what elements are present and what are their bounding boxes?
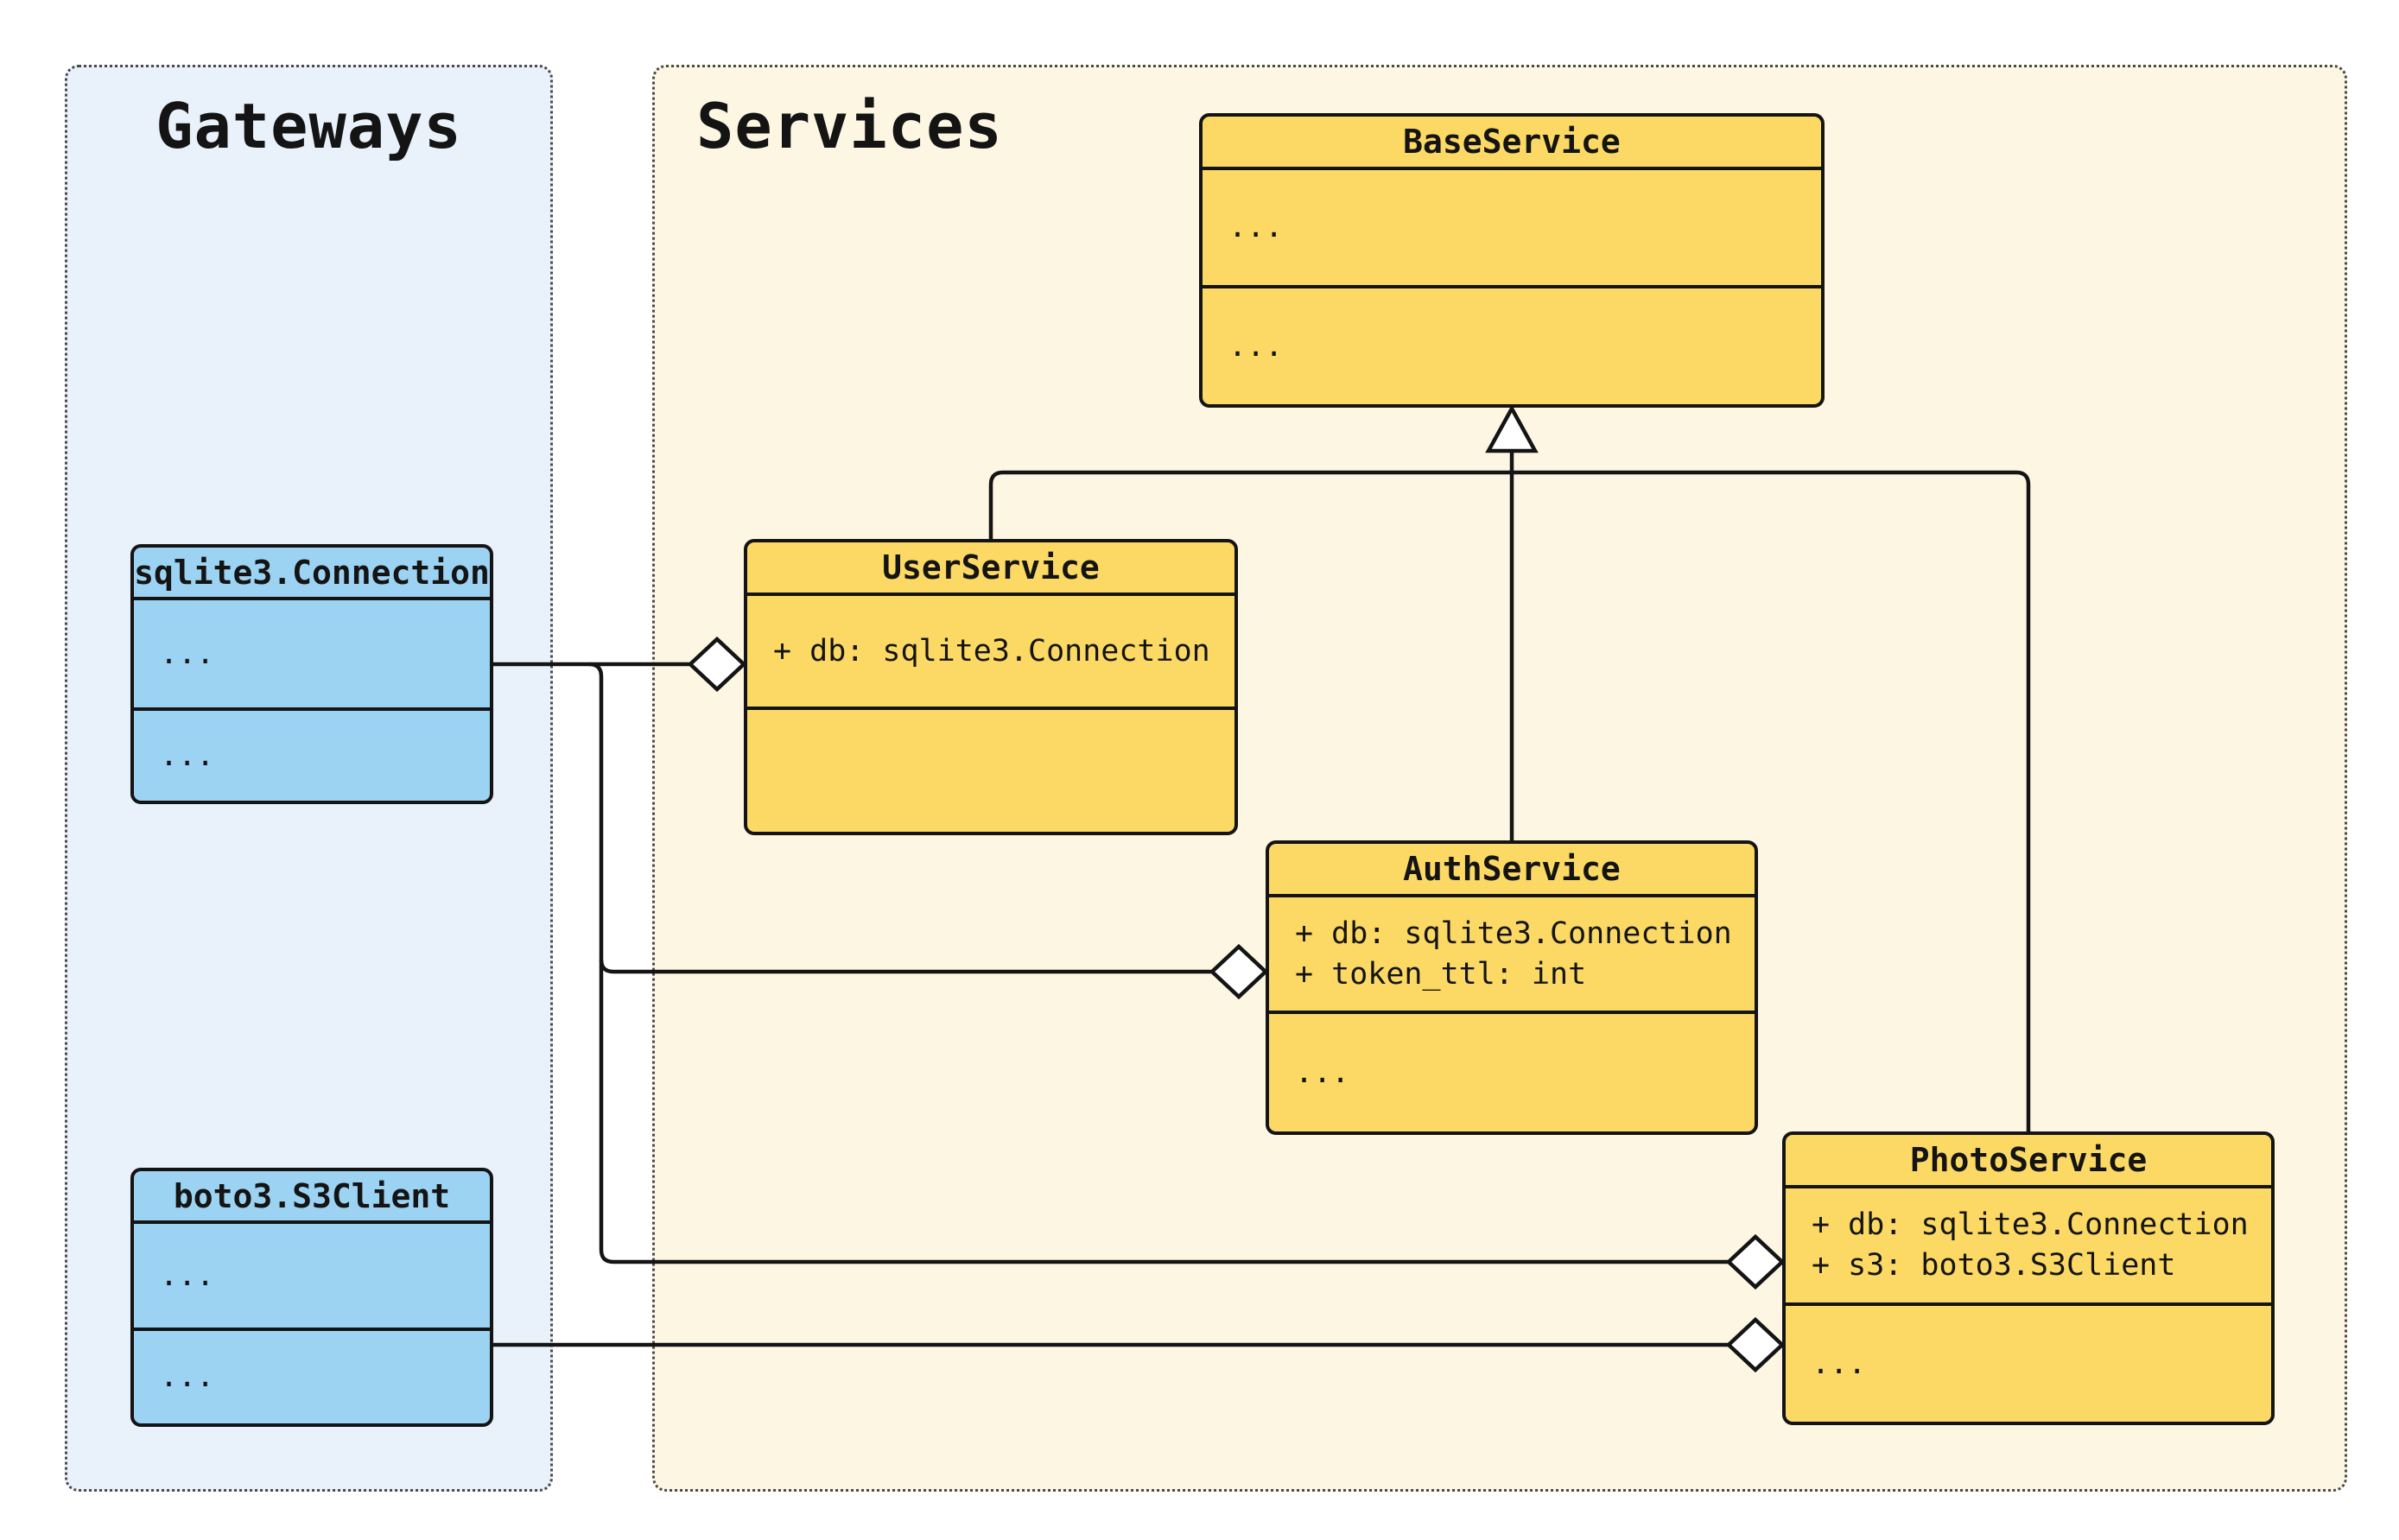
class-title: BaseService (1403, 123, 1621, 161)
class-attributes: ... (1203, 167, 1821, 285)
method-line: ... (1812, 1346, 1867, 1381)
class-title: boto3.S3Client (173, 1176, 451, 1215)
class-attributes: ... (134, 1220, 490, 1328)
class-attributes: ... (134, 597, 490, 707)
aggregation-branch-vertical (588, 662, 1731, 1264)
inheritance-triangle-icon (1485, 404, 1539, 453)
aggregation-diamond-authservice (1209, 943, 1269, 1000)
class-title: sqlite3.Connection (134, 553, 490, 592)
class-photoservice: PhotoService + db: sqlite3.Connection + … (1782, 1131, 2275, 1425)
attribute-line: + db: sqlite3.Connection (1295, 916, 1732, 951)
attribute-line: ... (160, 1258, 215, 1293)
class-authservice: AuthService + db: sqlite3.Connection + t… (1266, 840, 1758, 1135)
aggregation-diamond-photoservice-s3 (1725, 1316, 1786, 1373)
class-methods: ... (1269, 1011, 1755, 1131)
class-title: AuthService (1403, 850, 1621, 888)
attribute-line: + db: sqlite3.Connection (1812, 1207, 2249, 1242)
class-title: UserService (882, 548, 1100, 586)
aggregation-diamond-userservice (687, 636, 747, 693)
gateways-container-title: Gateways (155, 90, 462, 162)
attribute-line: ... (160, 636, 215, 671)
method-line: ... (160, 738, 215, 773)
class-attributes: + db: sqlite3.Connection + s3: boto3.S3C… (1786, 1185, 2271, 1302)
attribute-line: + s3: boto3.S3Client (1812, 1248, 2176, 1283)
class-methods: ... (134, 707, 490, 801)
class-methods: ... (1203, 285, 1821, 404)
class-attributes: + db: sqlite3.Connection (747, 593, 1234, 707)
method-line: ... (1295, 1055, 1350, 1090)
class-methods: ... (1786, 1302, 2271, 1422)
aggregation-diamond-photoservice-db (1725, 1233, 1786, 1290)
class-sqlite3-connection: sqlite3.Connection ... ... (130, 544, 493, 804)
attribute-line: ... (1228, 210, 1284, 244)
class-title: PhotoService (1909, 1141, 2148, 1179)
method-line: ... (1228, 328, 1284, 364)
method-line: ... (160, 1359, 215, 1394)
class-attributes: + db: sqlite3.Connection + token_ttl: in… (1269, 894, 1755, 1011)
class-methods: ... (134, 1328, 490, 1423)
class-boto3-s3client: boto3.S3Client ... ... (130, 1168, 493, 1427)
class-methods (747, 707, 1234, 832)
aggregation-edge-sqlite-authservice (599, 959, 1218, 974)
inheritance-edge-userservice-photoservice (988, 470, 2031, 1133)
services-container-title: Services (696, 90, 1003, 162)
attribute-line: + token_ttl: int (1295, 956, 1587, 992)
class-userservice: UserService + db: sqlite3.Connection (744, 539, 1238, 835)
attribute-line: + db: sqlite3.Connection (773, 633, 1210, 669)
class-baseservice: BaseService ... ... (1199, 113, 1825, 408)
